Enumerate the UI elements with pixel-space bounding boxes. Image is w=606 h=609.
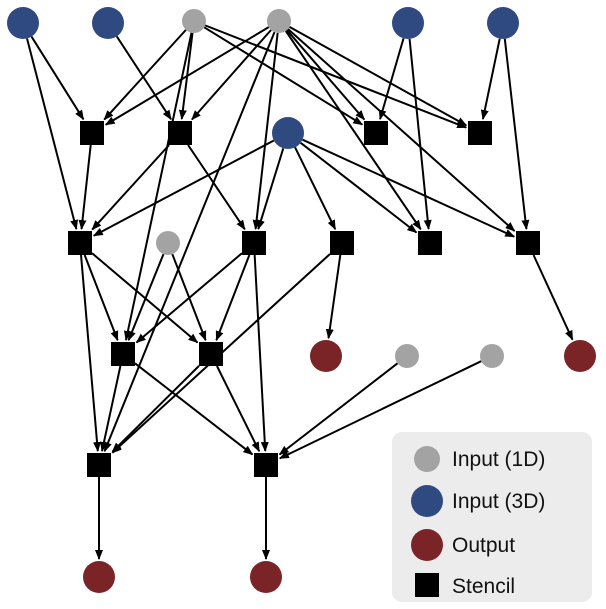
input-1d-node-in1d-a [182, 9, 206, 33]
legend-input-1d-marker [414, 446, 440, 472]
legend-output-label: Output [452, 534, 515, 557]
edge-in1d_a-to-s1c [203, 26, 364, 126]
legend-stencil-label: Stencil [452, 575, 515, 598]
stencil-node-s2e [516, 231, 540, 255]
edge-in3d_b-to-s1b [115, 35, 172, 121]
edge-in1d_d-to-s4b [278, 362, 399, 456]
edge-in1d_b-to-s2e [287, 28, 516, 232]
legend-input-3d-label: Input (3D) [452, 490, 545, 513]
edges-layer [26, 24, 574, 560]
edge-s3b-to-s4a [111, 365, 200, 453]
edge-in1d_a-to-s3a [123, 32, 193, 342]
edge-s3a-to-s4a [100, 365, 122, 453]
input-3d-node-in3d-d [487, 7, 519, 39]
legend-stencil-marker [415, 573, 439, 597]
edge-s1a-to-s2a [78, 144, 92, 231]
stencil-node-s1c [364, 121, 388, 145]
output-node-out-a [310, 340, 342, 372]
edge-s2b-to-s3a [135, 252, 243, 344]
legend: Input (1D) Input (3D) Output Stencil [392, 432, 592, 602]
edge-s3b-to-s4b [216, 365, 261, 453]
edge-in1d_b-to-s1d [288, 25, 468, 127]
stencil-node-s3a [111, 342, 135, 366]
edge-in3d_c-to-s1c [378, 38, 405, 121]
edge-s3a-to-s4b [134, 362, 254, 456]
edge-in3d_a-to-s1a [30, 36, 85, 121]
legend-background [392, 432, 592, 602]
edge-in1d_b-to-s2d [284, 30, 422, 231]
edge-s2a-to-s3a [83, 254, 119, 342]
output-node-out-b [564, 340, 596, 372]
input-3d-node-in3d-e [272, 117, 304, 149]
stencil-node-s2d [418, 231, 442, 255]
stencil-node-s2c [330, 231, 354, 255]
edge-s2e-to-out_b [532, 254, 574, 341]
edge-in3d_d-to-s2e [503, 38, 530, 231]
input-3d-node-in3d-c [392, 7, 424, 39]
stencil-node-s1b [168, 121, 192, 145]
input-1d-node-in1d-e [480, 344, 504, 368]
stencil-node-s2a [68, 231, 92, 255]
edge-in1d_e-to-s4b [278, 360, 482, 460]
nodes-layer [7, 7, 596, 593]
edge-in3d_e-to-s2c [294, 146, 337, 231]
legend-input-3d-marker [411, 485, 443, 517]
edge-in1d_b-to-s1a [104, 26, 270, 126]
output-node-out-c [83, 561, 115, 593]
edge-in3d_e-to-s2d [300, 142, 418, 234]
edge-s1b-to-s2a [91, 144, 170, 231]
edge-in1d_b-to-s1c [286, 29, 366, 121]
stencil-node-s1d [468, 121, 492, 145]
legend-output-marker [411, 529, 443, 561]
edge-in3d_a-to-s2a [26, 38, 79, 231]
edge-in1d_c-to-s3a [127, 253, 165, 342]
edge-in3d_d-to-s1d [480, 38, 501, 121]
output-node-out-d [250, 561, 282, 593]
input-3d-node-in3d-a [7, 7, 39, 39]
legend-input-1d-label: Input (1D) [452, 448, 545, 471]
stencil-node-s2b [242, 231, 266, 255]
stencil-node-s4b [254, 453, 278, 477]
input-1d-node-in1d-b [267, 9, 291, 33]
edge-s2b-to-s4b [253, 254, 269, 453]
input-1d-node-in1d-d [395, 344, 419, 368]
edge-in3d_e-to-s2a [92, 139, 275, 237]
edge-in3d_c-to-s2d [408, 38, 432, 231]
edge-s2b-to-s3b [215, 254, 251, 342]
stencil-node-s1a [80, 121, 104, 145]
stencil-node-s4a [87, 453, 111, 477]
edge-in1d_b-to-s4a [103, 31, 276, 453]
edge-in1d_a-to-s1a [103, 29, 187, 121]
edge-in1d_b-to-s2b [252, 32, 279, 231]
edge-s2a-to-s4a [80, 254, 102, 453]
stencil-node-s3b [199, 342, 223, 366]
edge-s2c-to-out_a [325, 254, 342, 340]
edge-in3d_e-to-s2b [257, 147, 285, 231]
edge-in1d_a-to-s1d [204, 24, 468, 129]
input-1d-node-in1d-c [156, 231, 180, 255]
edge-in1d_b-to-s1b [191, 29, 272, 121]
edge-s1b-to-s2b [187, 144, 246, 231]
edge-in3d_e-to-s2e [302, 138, 516, 238]
input-3d-node-in3d-b [92, 7, 124, 39]
